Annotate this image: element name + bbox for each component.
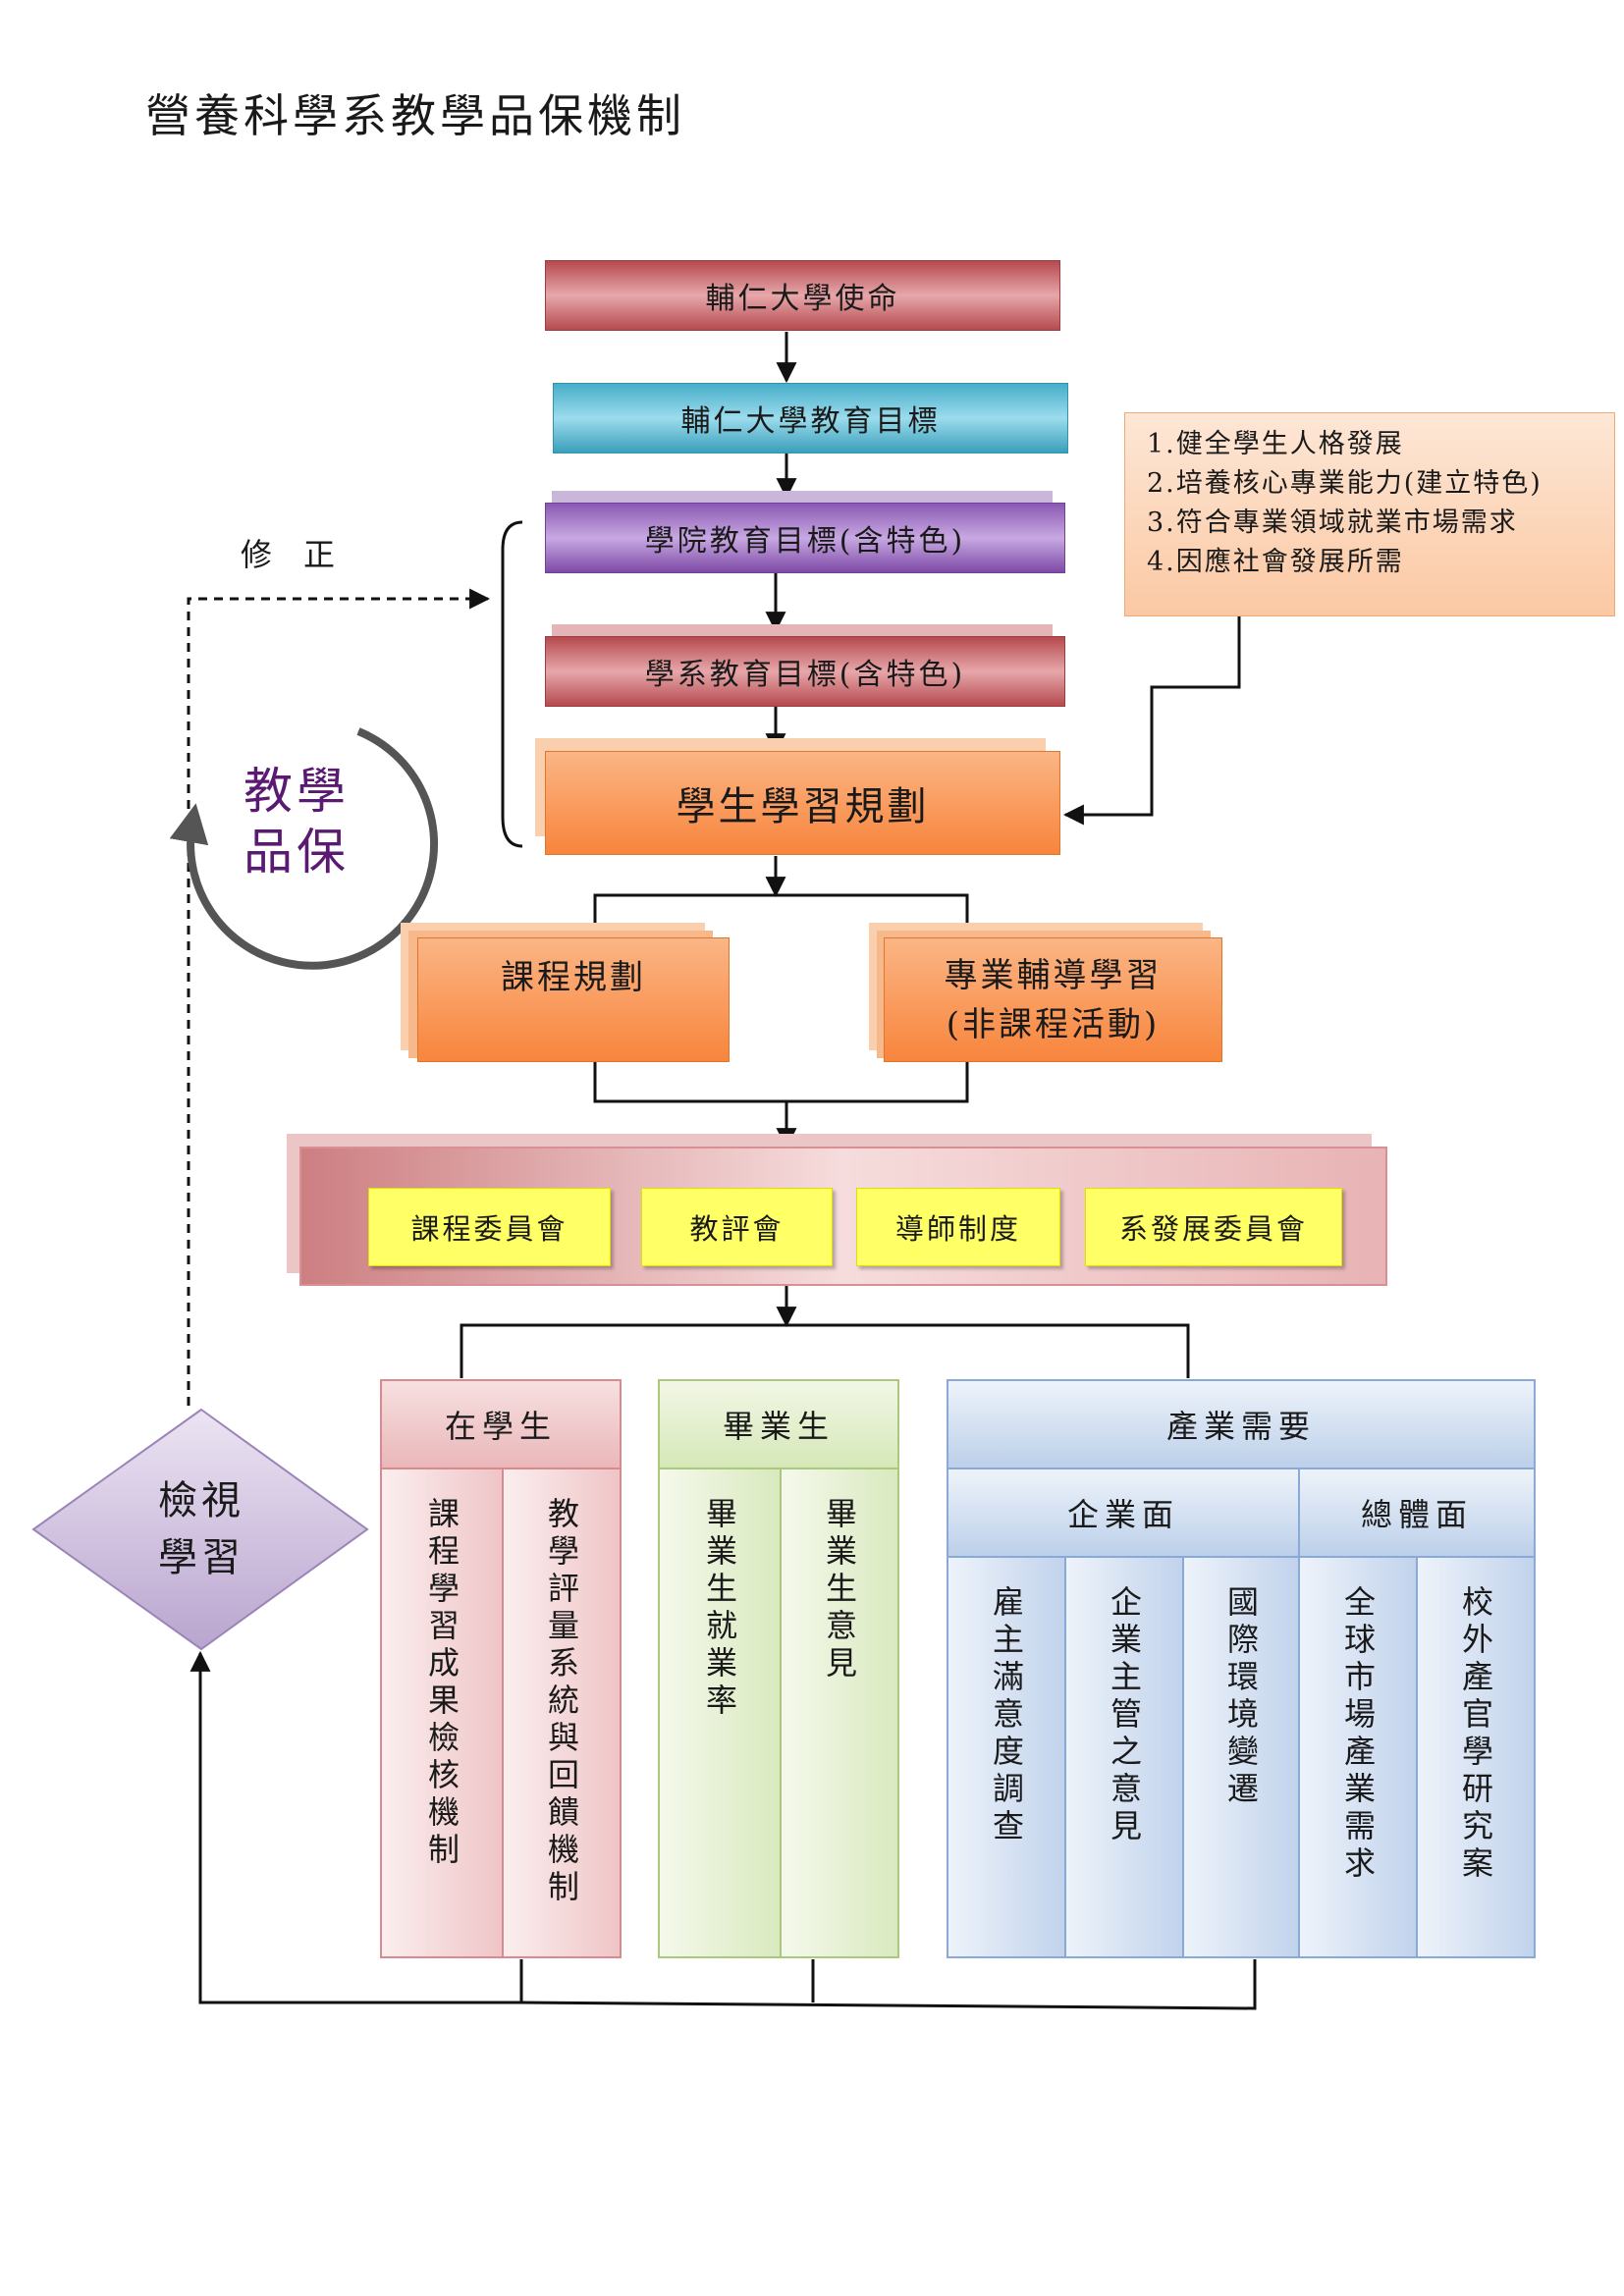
goal-item: 1.健全學生人格發展	[1147, 429, 1404, 459]
review-diamond	[31, 1408, 369, 1651]
revise-label: 修 正	[241, 536, 336, 573]
enterprise-col-2: 企業主管之意見	[1064, 1556, 1184, 1958]
current-students-header: 在學生	[380, 1379, 622, 1469]
enterprise-header: 企業面	[947, 1468, 1300, 1558]
graduates-col-1: 畢業生就業率	[658, 1468, 782, 1958]
split-to-groups	[460, 1323, 1190, 1378]
current-students-item-2: 教學評量系統與回饋機制	[543, 1497, 580, 1907]
review-line1: 檢視	[158, 1478, 244, 1523]
enterprise-col-3: 國際環境變遷	[1182, 1556, 1300, 1958]
guidance-box: 專業輔導學習 (非課程活動)	[884, 937, 1222, 1062]
overall-item-2: 校外產官學研究案	[1457, 1585, 1494, 1884]
college-goal-box: 學院教育目標(含特色)	[545, 503, 1065, 573]
brace	[501, 520, 523, 848]
goal-item: 3.符合專業領域就業市場需求	[1147, 507, 1518, 538]
graduates-item-2: 畢業生意見	[821, 1497, 858, 1683]
merge-to-committees	[593, 1060, 969, 1103]
current-students-col-1: 課程學習成果檢核機制	[380, 1468, 504, 1958]
overall-col-2: 校外產官學研究案	[1416, 1556, 1536, 1958]
current-students-item-1: 課程學習成果檢核機制	[423, 1497, 460, 1870]
feedback-loop	[189, 1650, 523, 2004]
external-goals-box: 1.健全學生人格發展 2.培養核心專業能力(建立特色) 3.符合專業領域就業市場…	[1124, 412, 1615, 616]
goal-item: 4.因應社會發展所需	[1147, 547, 1404, 577]
graduates-header: 畢業生	[658, 1379, 899, 1469]
cycle-arrow-icon	[169, 727, 439, 970]
graduates-col-2: 畢業生意見	[780, 1468, 899, 1958]
guidance-line1: 專業輔導學習	[944, 955, 1163, 995]
guidance-line2: (非課程活動)	[946, 1004, 1161, 1044]
cycle-label-line1: 教學	[244, 763, 350, 820]
revise-arrow	[187, 588, 491, 1406]
university-goal-box: 輔仁大學教育目標	[553, 383, 1068, 454]
dept-goal-box: 學系教育目標(含特色)	[545, 636, 1065, 707]
review-label: 檢視 學習	[118, 1472, 285, 1586]
enterprise-item-3: 國際環境變遷	[1222, 1585, 1260, 1809]
overall-col-1: 全球市場產業需求	[1298, 1556, 1418, 1958]
graduates-item-1: 畢業生就業率	[701, 1497, 738, 1721]
enterprise-item-1: 雇主滿意度調查	[988, 1585, 1025, 1846]
overall-item-1: 全球市場產業需求	[1339, 1585, 1377, 1884]
overall-header: 總體面	[1298, 1468, 1536, 1558]
mission-box: 輔仁大學使命	[545, 260, 1060, 331]
curriculum-box: 課程規劃	[417, 937, 730, 1062]
current-students-col-2: 教學評量系統與回饋機制	[502, 1468, 622, 1958]
page-title: 營養科學系教學品保機制	[145, 89, 685, 142]
committee-development: 系發展委員會	[1085, 1188, 1342, 1266]
split-plan	[593, 893, 969, 944]
industry-header: 產業需要	[947, 1379, 1536, 1469]
enterprise-col-1: 雇主滿意度調查	[947, 1556, 1066, 1958]
committee-evaluation: 教評會	[641, 1188, 833, 1266]
student-plan-box: 學生學習規劃	[545, 751, 1060, 855]
committee-mentor: 導師制度	[856, 1188, 1060, 1266]
enterprise-item-2: 企業主管之意見	[1106, 1585, 1143, 1846]
review-line2: 學習	[158, 1535, 244, 1580]
cycle-label-line2: 品保	[244, 824, 350, 881]
cycle-label: 教學 品保	[228, 761, 365, 882]
goal-item: 2.培養核心專業能力(建立特色)	[1147, 468, 1543, 499]
committee-curriculum: 課程委員會	[368, 1188, 611, 1266]
arrow-goals-to-plan	[1062, 615, 1241, 826]
